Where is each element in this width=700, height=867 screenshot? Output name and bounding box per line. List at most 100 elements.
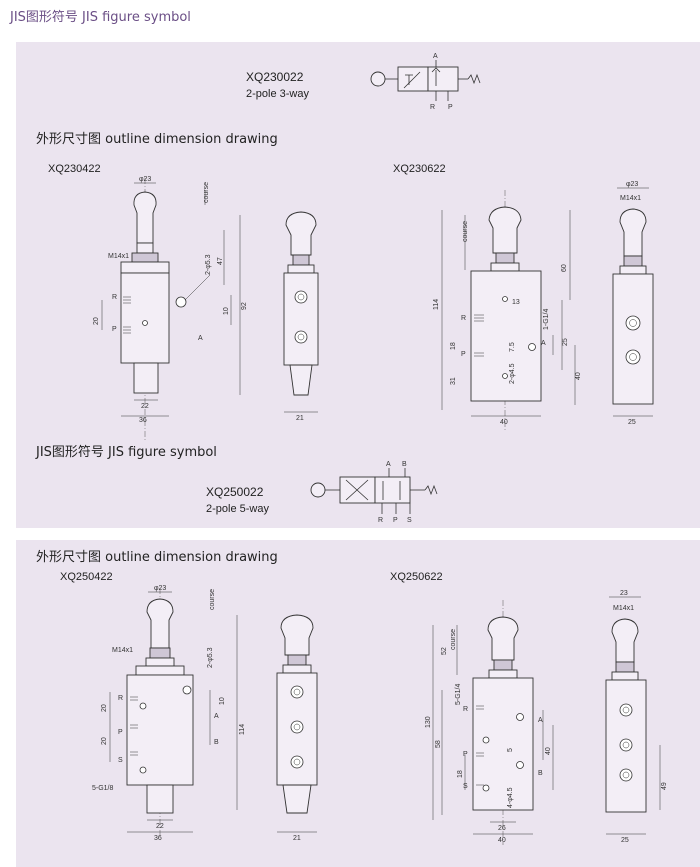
- svg-text:2-φ5.3: 2-φ5.3: [207, 647, 214, 668]
- svg-text:4-φ4.5: 4-φ4.5: [507, 787, 514, 808]
- svg-text:10: 10: [223, 307, 230, 315]
- svg-text:A: A: [198, 335, 203, 342]
- svg-text:22: 22: [141, 403, 149, 410]
- svg-text:course: course: [209, 589, 216, 610]
- drawing-xq250622-side: 23 M14x1 49 25: [605, 590, 668, 844]
- svg-text:5-G1/4: 5-G1/4: [455, 683, 462, 705]
- svg-text:B: B: [214, 739, 219, 746]
- svg-text:S: S: [407, 517, 412, 524]
- section2-title: 外形尺寸图 outline dimension drawing: [36, 550, 278, 565]
- svg-text:P: P: [461, 351, 466, 358]
- svg-text:60: 60: [561, 264, 568, 272]
- svg-text:φ23: φ23: [154, 585, 166, 592]
- symbol2-title: JIS图形符号 JIS figure symbol: [36, 445, 217, 460]
- svg-text:18: 18: [450, 342, 457, 350]
- svg-text:40: 40: [498, 837, 506, 844]
- svg-text:22: 22: [156, 823, 164, 830]
- model-xq230422: XQ230422: [48, 163, 101, 175]
- symbol1-port-R: R: [430, 104, 435, 111]
- drawing-xq250422-front: φ23 course M14x1 2-φ5.3 R 20 A 10 P 20 B…: [92, 585, 246, 842]
- svg-text:130: 130: [425, 716, 432, 728]
- svg-text:40: 40: [575, 372, 582, 380]
- svg-text:52: 52: [441, 647, 448, 655]
- svg-text:A: A: [386, 461, 391, 468]
- svg-text:10: 10: [219, 697, 226, 705]
- drawing-xq250622-front: course 52 5-G1/4 R A 130 58 5 P 18 40 B …: [425, 600, 554, 845]
- model-xq230622: XQ230622: [393, 163, 446, 175]
- symbol2-model: XQ250022: [206, 485, 264, 499]
- svg-text:S: S: [463, 783, 468, 790]
- page-header: JIS图形符号 JIS figure symbol: [10, 10, 191, 25]
- svg-text:S: S: [118, 757, 123, 764]
- svg-text:R: R: [461, 315, 466, 322]
- svg-text:40: 40: [500, 419, 508, 426]
- svg-text:114: 114: [239, 724, 246, 735]
- svg-text:B: B: [538, 770, 543, 777]
- symbol1-port-A: A: [433, 53, 438, 60]
- svg-text:P: P: [118, 729, 123, 736]
- svg-text:B: B: [402, 461, 407, 468]
- drawing-xq230422-side: 21: [283, 211, 319, 422]
- svg-text:course: course: [203, 182, 210, 203]
- dim-230622-d23: φ23: [626, 181, 638, 188]
- svg-text:114: 114: [433, 299, 440, 310]
- svg-text:5-G1/8: 5-G1/8: [92, 785, 114, 792]
- symbol1-model: XQ230022: [246, 70, 304, 84]
- svg-text:31: 31: [450, 377, 457, 385]
- svg-text:21: 21: [296, 415, 304, 422]
- svg-text:20: 20: [101, 704, 108, 712]
- svg-text:A: A: [214, 713, 219, 720]
- svg-text:R: R: [463, 706, 468, 713]
- svg-text:2-φ4.5: 2-φ4.5: [509, 363, 516, 384]
- drawing-xq250422-side: 21: [276, 614, 318, 842]
- svg-text:25: 25: [621, 837, 629, 844]
- svg-text:course: course: [462, 221, 469, 242]
- svg-text:5: 5: [507, 748, 514, 752]
- symbol1-port-P: P: [448, 104, 453, 111]
- svg-text:R: R: [112, 294, 117, 301]
- svg-text:M14x1: M14x1: [620, 195, 641, 202]
- svg-text:7.5: 7.5: [509, 342, 516, 352]
- svg-text:20: 20: [93, 317, 100, 325]
- svg-text:23: 23: [620, 590, 628, 597]
- svg-text:26: 26: [498, 825, 506, 832]
- symbol-3way: A R P: [370, 53, 481, 111]
- svg-text:40: 40: [545, 747, 552, 755]
- model-xq250422: XQ250422: [60, 571, 113, 583]
- svg-text:25: 25: [562, 338, 569, 346]
- drawing-xq230622-front: course 60 114 13 1-G1/4 R A 18 7.5 25 P …: [433, 190, 582, 430]
- svg-text:2-φ5.3: 2-φ5.3: [205, 254, 212, 275]
- svg-text:92: 92: [241, 302, 248, 310]
- drawing-xq230622-side: φ23 M14x1 25: [612, 181, 654, 426]
- svg-text:R: R: [118, 695, 123, 702]
- svg-text:49: 49: [661, 782, 668, 790]
- svg-text:36: 36: [154, 835, 162, 842]
- svg-text:M14x1: M14x1: [108, 253, 129, 260]
- dim-230422-d23: φ23: [139, 176, 151, 183]
- svg-text:13: 13: [512, 299, 520, 306]
- svg-text:P: P: [393, 517, 398, 524]
- svg-text:36: 36: [139, 417, 147, 424]
- svg-text:P: P: [463, 751, 468, 758]
- svg-text:R: R: [378, 517, 383, 524]
- svg-text:20: 20: [101, 737, 108, 745]
- svg-text:A: A: [541, 340, 546, 347]
- svg-text:58: 58: [435, 740, 442, 748]
- svg-text:47: 47: [217, 257, 224, 265]
- svg-text:M14x1: M14x1: [613, 605, 634, 612]
- svg-text:A: A: [538, 717, 543, 724]
- svg-text:21: 21: [293, 835, 301, 842]
- svg-text:25: 25: [628, 419, 636, 426]
- svg-text:M14x1: M14x1: [112, 647, 133, 654]
- svg-text:P: P: [112, 326, 117, 333]
- symbol2-desc: 2-pole 5-way: [206, 503, 269, 515]
- model-xq250622: XQ250622: [390, 571, 443, 583]
- section1-title: 外形尺寸图 outline dimension drawing: [36, 132, 278, 147]
- symbol-5way: A B R P S: [310, 461, 438, 524]
- svg-text:1-G1/4: 1-G1/4: [543, 308, 550, 330]
- drawing-xq230422-front: φ23 course M14x1 2-φ5.3 47 92 10 R A 20 …: [93, 176, 248, 440]
- symbol1-desc: 2-pole 3-way: [246, 88, 309, 100]
- svg-text:course: course: [450, 629, 457, 650]
- svg-text:18: 18: [457, 770, 464, 778]
